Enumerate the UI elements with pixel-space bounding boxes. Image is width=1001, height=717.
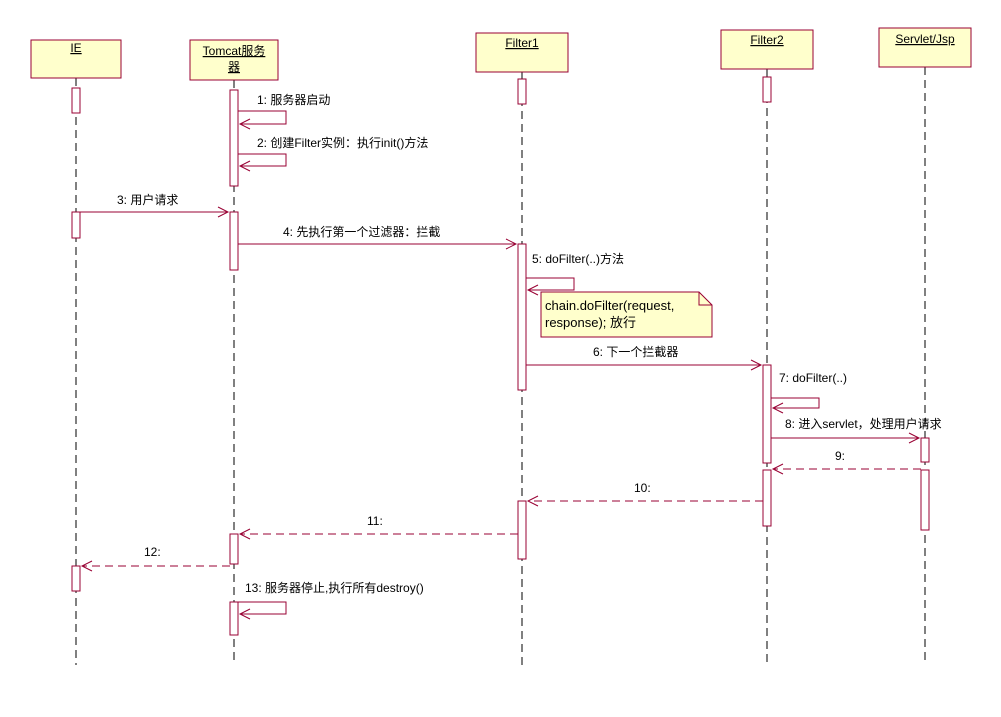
activation-filter2-3	[762, 469, 772, 527]
message-1: 1: 服务器启动	[238, 92, 330, 130]
participant-filter2[interactable]: Filter2	[720, 29, 814, 70]
message-11-label: 11:	[367, 514, 383, 528]
message-4-label: 4: 先执行第一个过滤器：拦截	[283, 225, 440, 239]
message-12: 12:	[80, 545, 230, 572]
activation-filter1-1	[517, 78, 527, 105]
activation-servlet-1	[920, 437, 930, 463]
activation-tomcat-3	[229, 533, 239, 565]
message-13: 13: 服务器停止,执行所有destroy()	[238, 580, 424, 620]
activation-ie-1	[71, 87, 81, 114]
message-6: 6: 下一个拦截器	[526, 345, 763, 371]
message-10-label: 10:	[634, 481, 651, 495]
activation-tomcat-2	[229, 211, 239, 271]
activation-filter2-1	[762, 76, 772, 103]
participant-filter1-label: Filter1	[505, 36, 539, 50]
participant-tomcat-label-line1: Tomcat服务	[203, 43, 266, 58]
note-line1: chain.doFilter(request,	[545, 298, 674, 313]
participant-tomcat-label-line2: 器	[228, 60, 240, 74]
message-8-label: 8: 进入servlet，处理用户请求	[785, 416, 942, 431]
activation-filter2-2	[762, 364, 772, 464]
message-5-label: 5: doFilter(..)方法	[532, 251, 624, 266]
participant-servlet-label: Servlet/Jsp	[895, 32, 955, 46]
note-chain-dofilter: chain.doFilter(request, response); 放行	[540, 291, 713, 338]
note-line2: response); 放行	[545, 315, 636, 330]
message-13-label: 13: 服务器停止,执行所有destroy()	[245, 580, 424, 595]
message-1-label: 1: 服务器启动	[257, 92, 330, 107]
activation-filter1-3	[517, 500, 527, 560]
participant-ie-label: IE	[70, 41, 81, 55]
message-10: 10:	[526, 481, 763, 507]
participant-servlet[interactable]: Servlet/Jsp	[878, 27, 972, 68]
message-5: 5: doFilter(..)方法	[526, 251, 624, 296]
message-6-label: 6: 下一个拦截器	[593, 345, 678, 359]
message-9: 9:	[771, 449, 921, 475]
participant-filter2-label: Filter2	[750, 33, 784, 47]
message-7: 7: doFilter(..)	[771, 371, 847, 414]
message-12-label: 12:	[144, 545, 161, 559]
activation-tomcat-4	[229, 601, 239, 636]
message-3-label: 3: 用户请求	[117, 192, 178, 207]
message-7-label: 7: doFilter(..)	[779, 371, 847, 385]
activation-filter1-2	[517, 243, 527, 391]
activation-ie-3	[71, 565, 81, 592]
message-2-label: 2: 创建Filter实例：执行init()方法	[257, 135, 428, 150]
activation-servlet-2	[920, 469, 930, 531]
participant-filter1[interactable]: Filter1	[475, 32, 569, 73]
activation-tomcat-1	[229, 89, 239, 187]
participant-tomcat[interactable]: Tomcat服务 器	[189, 39, 279, 81]
message-8: 8: 进入servlet，处理用户请求	[771, 416, 942, 444]
message-11: 11:	[238, 514, 518, 540]
activation-ie-2	[71, 211, 81, 239]
message-9-label: 9:	[835, 449, 845, 463]
message-2: 2: 创建Filter实例：执行init()方法	[238, 135, 428, 172]
participant-ie[interactable]: IE	[30, 39, 122, 79]
message-3: 3: 用户请求	[80, 192, 230, 218]
message-4: 4: 先执行第一个过滤器：拦截	[238, 225, 518, 250]
